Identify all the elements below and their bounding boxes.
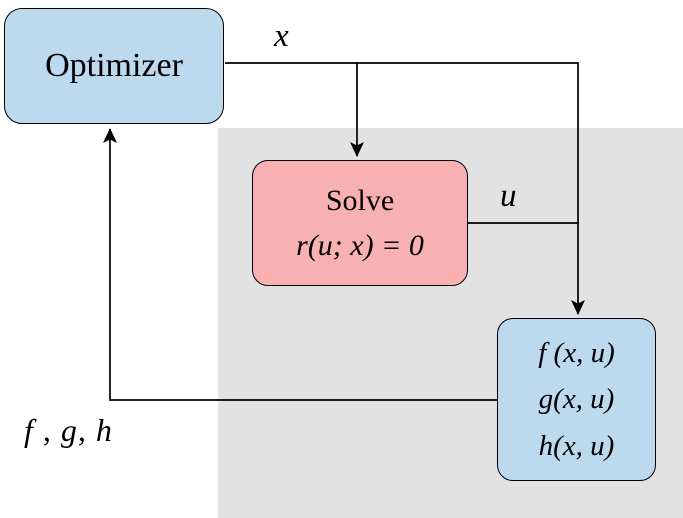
optimizer-label: Optimizer [45,47,183,84]
optimizer-box: Optimizer [4,8,224,124]
outputs-label: f , g, h [24,412,113,448]
solver-box: Solve r(u; x) = 0 [252,160,468,286]
design-variables-label: x [274,18,289,54]
function-h-label: h(x, u) [538,429,615,462]
functions-box: f (x, u) g(x, u) h(x, u) [497,318,656,481]
solver-title: Solve [325,184,395,217]
function-f-label: f (x, u) [538,336,615,369]
state-variables-label: u [500,178,517,214]
function-g-label: g(x, u) [538,383,615,416]
solver-equation: r(u; x) = 0 [296,229,424,262]
